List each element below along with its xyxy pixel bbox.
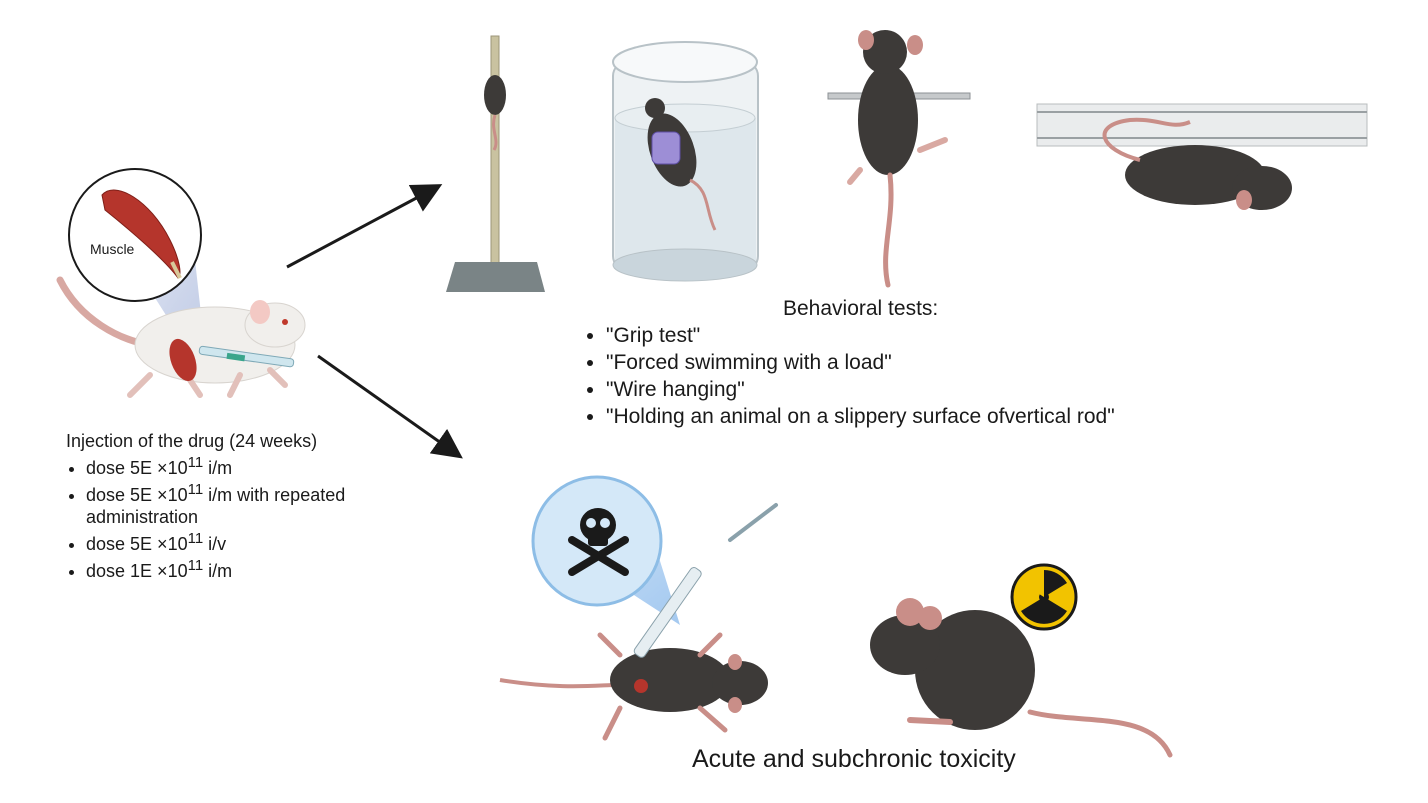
skull-crossbones-icon <box>568 508 629 576</box>
behavioral-tests-list: "Grip test" "Forced swimming with a load… <box>586 322 1326 430</box>
injected-white-mouse <box>56 260 306 398</box>
test-item: "Grip test" <box>606 322 1326 349</box>
behavioral-tests-title: Behavioral tests: <box>783 297 939 320</box>
backpack-icon <box>651 131 681 165</box>
injection-title: Injection of the drug (24 weeks) <box>66 431 318 451</box>
muscle-icon <box>101 189 182 279</box>
test-item: "Wire hanging" <box>606 376 1326 403</box>
grip-test <box>827 30 971 288</box>
dose-item: dose 5E ×1011 i/m with repeated administ… <box>86 479 386 528</box>
arrow-to-toxicity <box>317 354 463 459</box>
vertical-rod-test <box>446 35 545 292</box>
syringe-icon <box>198 345 295 368</box>
wire-hanging-test <box>1036 103 1368 210</box>
test-item: "Forced swimming with a load" <box>606 349 1326 376</box>
dose-item: dose 5E ×1011 i/v <box>86 528 386 555</box>
test-item: "Holding an animal on a slippery surface… <box>606 403 1326 430</box>
dose-list: dose 5E ×1011 i/m dose 5E ×1011 i/m with… <box>66 452 386 582</box>
muscle-callout <box>68 168 202 302</box>
arrow-to-behavioral <box>286 184 443 269</box>
toxicity-title: Acute and subchronic toxicity <box>692 745 1016 773</box>
sitting-dark-mouse <box>870 598 1173 758</box>
syringe-icon <box>633 503 778 658</box>
skull-callout <box>531 475 663 607</box>
radiation-icon <box>1010 563 1078 631</box>
muscle-label: Muscle <box>90 241 135 257</box>
dose-item: dose 5E ×1011 i/m <box>86 452 386 479</box>
injection-protocol: Injection of the drug (24 weeks) dose 5E… <box>66 430 386 582</box>
swim-tank <box>612 41 759 282</box>
dose-item: dose 1E ×1011 i/m <box>86 555 386 582</box>
